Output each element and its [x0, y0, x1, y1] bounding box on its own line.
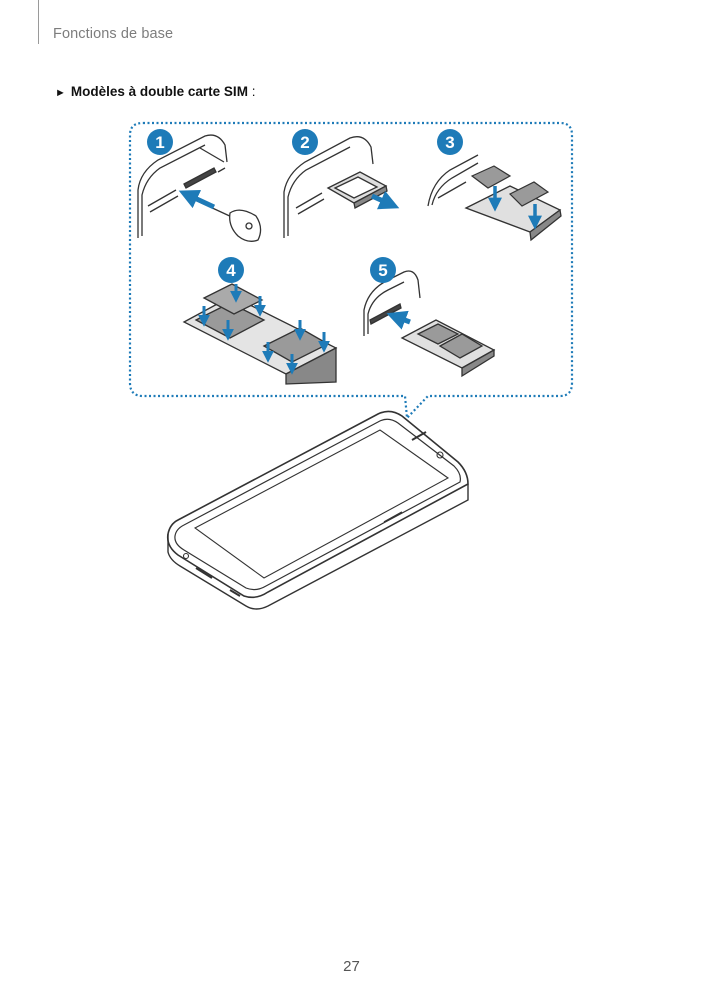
callout-bubble	[128, 121, 574, 421]
step-badges: 1 2 3 4 5	[147, 129, 463, 283]
step-4-badge: 4	[218, 257, 244, 283]
subheading: ► Modèles à double carte SIM :	[55, 84, 255, 99]
page-number: 27	[343, 958, 360, 975]
step3-sim-cards	[470, 165, 550, 207]
svg-text:3: 3	[445, 133, 454, 152]
step4-tray	[182, 283, 338, 385]
step2-phone-corner	[283, 136, 374, 238]
step1-arrow	[178, 189, 216, 210]
triangle-bullet-icon: ►	[55, 87, 66, 99]
step3-phone-corner	[427, 154, 479, 207]
step5-tray	[400, 319, 496, 378]
section-header: Fonctions de base	[53, 26, 174, 42]
step4-arrows	[198, 284, 330, 375]
svg-text:4: 4	[226, 261, 236, 280]
ejection-pin-icon	[194, 199, 262, 242]
step5-arrow	[386, 310, 411, 330]
step5-phone-corner	[363, 270, 421, 336]
svg-text:5: 5	[378, 261, 387, 280]
step-5-badge: 5	[370, 257, 396, 283]
svg-text:2: 2	[300, 133, 309, 152]
subheading-label: Modèles à double carte SIM	[70, 84, 248, 99]
step-1-badge: 1	[147, 129, 173, 155]
step1-phone-corner	[137, 134, 228, 238]
step-3-badge: 3	[437, 129, 463, 155]
step2-tray	[326, 171, 388, 209]
header-rule	[38, 0, 39, 44]
subheading-suffix: :	[247, 84, 256, 99]
phone-device	[166, 410, 469, 610]
step2-arrow	[370, 190, 400, 210]
step-2-badge: 2	[292, 129, 318, 155]
svg-text:1: 1	[155, 133, 164, 152]
